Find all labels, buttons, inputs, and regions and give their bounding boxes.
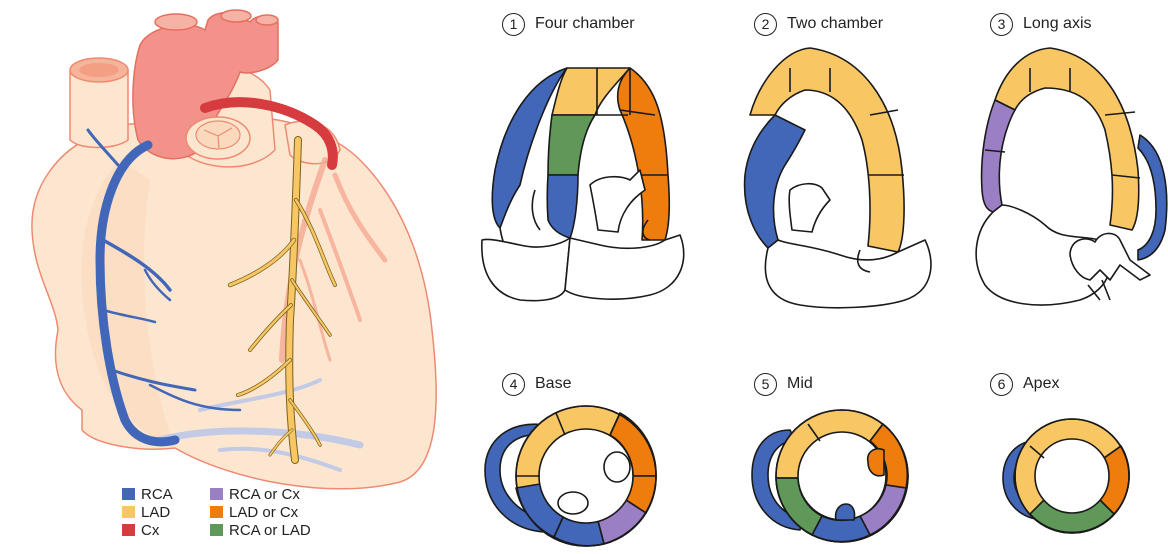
legend-swatch	[210, 506, 223, 518]
legend-item-lad-or-cx: LAD or Cx	[210, 502, 298, 522]
view-title-1: 1 Four chamber	[502, 10, 635, 38]
view-four-chamber	[482, 68, 684, 301]
legend-swatch	[210, 524, 223, 536]
view-apex	[1003, 419, 1129, 533]
legend-label: LAD	[141, 504, 170, 521]
svc-lumen	[79, 63, 119, 77]
segment-rca-sept	[547, 175, 578, 238]
view-mid	[752, 410, 908, 542]
valve-outline	[765, 240, 931, 308]
legend-label: Cx	[141, 522, 159, 539]
view-label-apex: Apex	[1023, 375, 1059, 393]
segment-lad-or-cx	[618, 68, 670, 240]
segment-rca-or-lad	[548, 115, 595, 175]
legend-item-rca-or-cx: RCA or Cx	[210, 484, 300, 504]
view-label-base: Base	[535, 375, 571, 393]
segment-rca-or-cx	[982, 100, 1015, 212]
legend-label: RCA or Cx	[229, 486, 300, 503]
legend-item-lad: LAD	[122, 502, 170, 522]
rca-outer	[1138, 135, 1167, 260]
legend-swatch	[122, 524, 135, 536]
legend: RCA LAD Cx RCA or Cx LAD or Cx RCA or LA…	[122, 484, 382, 554]
aorta-branch-1	[155, 14, 197, 30]
view-title-2: 2 Two chamber	[754, 10, 883, 38]
view-number-4: 4	[502, 373, 525, 396]
valve-outline	[482, 238, 570, 301]
legend-swatch	[122, 506, 135, 518]
legend-label: RCA	[141, 486, 173, 503]
view-base	[485, 406, 656, 546]
aorta-branch-3	[256, 15, 278, 25]
view-label-two-chamber: Two chamber	[787, 15, 883, 33]
valve-outline-right	[565, 235, 684, 299]
view-number-6: 6	[990, 373, 1013, 396]
view-number-1: 1	[502, 13, 525, 36]
heart-illustration	[32, 10, 436, 489]
legend-label: LAD or Cx	[229, 504, 298, 521]
segment-lad	[995, 48, 1139, 230]
legend-swatch	[122, 488, 135, 500]
view-title-6: 6 Apex	[990, 370, 1059, 398]
view-two-chamber	[745, 48, 931, 308]
aorta-branch-2	[221, 10, 251, 22]
view-title-5: 5 Mid	[754, 370, 813, 398]
legend-item-cx: Cx	[122, 520, 159, 540]
view-title-3: 3 Long axis	[990, 10, 1092, 38]
aortic-valve-inner	[196, 121, 240, 149]
view-number-5: 5	[754, 373, 777, 396]
legend-swatch	[210, 488, 223, 500]
view-label-mid: Mid	[787, 375, 813, 393]
view-number-3: 3	[990, 13, 1013, 36]
legend-label: RCA or LAD	[229, 522, 311, 539]
view-title-4: 4 Base	[502, 370, 571, 398]
view-number-2: 2	[754, 13, 777, 36]
legend-item-rca: RCA	[122, 484, 173, 504]
view-label-four-chamber: Four chamber	[535, 15, 635, 33]
view-label-long-axis: Long axis	[1023, 15, 1092, 33]
legend-item-rca-or-lad: RCA or LAD	[210, 520, 311, 540]
view-long-axis	[976, 48, 1167, 305]
